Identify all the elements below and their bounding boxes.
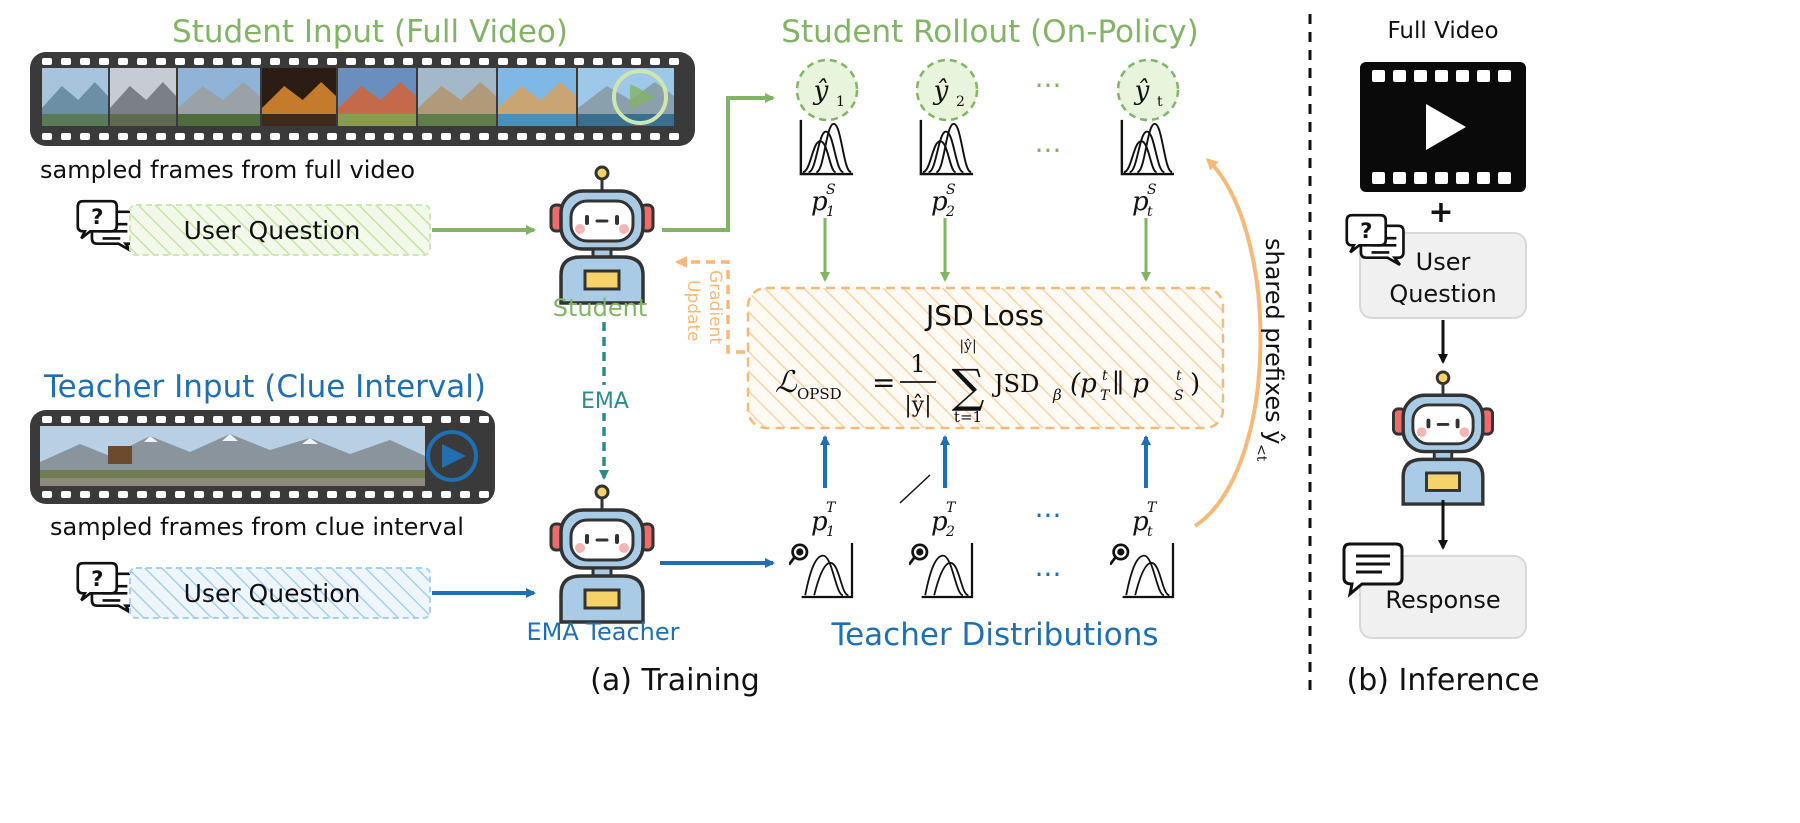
- rollout-title: Student Rollout (On-Policy): [781, 14, 1198, 50]
- student-dist-sub: 2: [945, 204, 955, 220]
- student-dist-p: p: [931, 187, 948, 217]
- formula-arg: (p: [1070, 369, 1097, 399]
- formula-jsd-sub: β: [1052, 386, 1062, 404]
- student-dist-plot-icon: [799, 118, 855, 176]
- formula-mid: ∥ p: [1112, 369, 1149, 399]
- teacher-dist-p: p: [931, 507, 948, 537]
- formula-sum: ∑: [952, 359, 985, 413]
- shared-prefix-sub: <t: [1253, 444, 1269, 462]
- student-dist-sup: S: [946, 182, 956, 198]
- shared-prefix-label: shared prefixes ŷ: [1260, 238, 1288, 444]
- teacher-p-ellipsis: ···: [1035, 499, 1062, 532]
- teacher-question-label: User Question: [184, 579, 361, 608]
- teacher-dist-plot-icon: [909, 541, 974, 599]
- teacher-dist-plot-icon: [1110, 541, 1175, 599]
- student-dist-sub: t: [1147, 204, 1153, 220]
- teacher-dist-sub: 1: [826, 524, 835, 540]
- teacher-dist-title: Teacher Distributions: [830, 617, 1158, 653]
- formula-arg-sub1: T: [1100, 388, 1111, 404]
- rollout-token-circle: [915, 58, 979, 122]
- inference-plus: +: [1428, 195, 1453, 230]
- teacher-dist-sup: T: [826, 500, 837, 516]
- teacher-filmstrip: [30, 410, 495, 504]
- rollout-ellipsis: ···: [1035, 69, 1062, 102]
- student-input-title: Student Input (Full Video): [172, 14, 568, 50]
- teacher-dist-plot-icon: [789, 541, 854, 599]
- formula-arg-sup1: t: [1102, 368, 1108, 384]
- inference-response-label: Response: [1385, 586, 1500, 614]
- teacher-label: EMA Teacher: [526, 618, 679, 646]
- student-label: Student: [553, 294, 647, 322]
- student-dist-ellipsis: ···: [1035, 134, 1062, 167]
- gradient-update-label-2: Update: [683, 280, 703, 342]
- inference-question-1: User: [1416, 248, 1471, 276]
- chat-question-icon: [76, 199, 136, 253]
- formula-sum-top: |ŷ|: [959, 337, 976, 354]
- teacher-dist-sup: T: [1147, 500, 1158, 516]
- teacher-dist-ellipsis: ···: [1035, 558, 1062, 591]
- formula-jsd: JSD: [991, 370, 1039, 398]
- formula-frac-den: |ŷ|: [904, 393, 931, 418]
- training-caption: (a) Training: [590, 663, 760, 698]
- formula-arg-sup2: t: [1176, 368, 1182, 384]
- jsd-loss-box: [746, 286, 1225, 430]
- student-frames-caption: sampled frames from full video: [40, 156, 415, 184]
- video-logo-icon-teacher: [426, 430, 478, 482]
- inference-caption: (b) Inference: [1347, 663, 1540, 698]
- rollout-token-sub: 1: [836, 94, 845, 110]
- student-robot-icon: [551, 167, 653, 303]
- student-filmstrip: [30, 52, 695, 146]
- teacher-dist-p: p: [811, 507, 828, 537]
- inference-question-2: Question: [1389, 280, 1496, 308]
- teacher-robot-icon: [551, 486, 653, 622]
- formula-arg-sub2: S: [1174, 388, 1184, 404]
- response-chat-icon: [1342, 542, 1404, 598]
- student-question-box: [129, 204, 431, 256]
- gradient-update-label-1: Gradient: [705, 270, 725, 344]
- full-video-icon: [1360, 62, 1526, 192]
- formula-lhs-sub: OPSD: [797, 385, 842, 403]
- student-dist-sup: S: [1147, 182, 1157, 198]
- teacher-dist-p: p: [1132, 507, 1149, 537]
- loss-formula: ℒ OPSD = 1 |ŷ| |ŷ| ∑ t=1 JSD β (p t T ∥ …: [775, 337, 1200, 426]
- teacher-question-box: [129, 567, 431, 619]
- teacher-dist-sub: 2: [945, 524, 955, 540]
- rollout-token-circle: [795, 58, 859, 122]
- teacher-frames-caption: sampled frames from clue interval: [50, 513, 464, 541]
- formula-equals: =: [872, 366, 895, 399]
- teacher-input-title: Teacher Input (Clue Interval): [43, 369, 486, 405]
- student-dist-p: p: [811, 187, 828, 217]
- chat-question-icon-teacher: [76, 561, 136, 615]
- formula-lhs: ℒ: [775, 365, 798, 400]
- rollout-token-sub: 2: [956, 94, 965, 110]
- student-dist-sub: 1: [826, 204, 835, 220]
- formula-sum-bottom: t=1: [954, 408, 982, 426]
- student-dist-p: p: [1132, 187, 1149, 217]
- student-dist-plot-icon: [1120, 118, 1176, 176]
- teacher-dist-sup: T: [946, 500, 957, 516]
- ema-label: EMA: [581, 389, 629, 414]
- rollout-token: ŷ: [933, 76, 949, 106]
- rollout-token-sub: t: [1157, 94, 1163, 110]
- student-dist-sup: S: [826, 182, 836, 198]
- rollout-token: ŷ: [1134, 76, 1150, 106]
- inference-robot-icon: [1391, 370, 1495, 506]
- jsd-loss-title: JSD Loss: [924, 299, 1044, 332]
- rollout-token: ŷ: [813, 76, 829, 106]
- formula-close: ): [1190, 369, 1200, 399]
- teacher-dist-sub: t: [1147, 524, 1153, 540]
- rollout-token-circle: [1116, 58, 1180, 122]
- formula-frac-num: 1: [910, 350, 925, 378]
- video-logo-icon: [612, 69, 668, 125]
- student-question-label: User Question: [184, 216, 361, 245]
- student-dist-plot-icon: [919, 118, 975, 176]
- inference-video-label: Full Video: [1387, 18, 1498, 44]
- inference-chat-icon: [1345, 213, 1405, 267]
